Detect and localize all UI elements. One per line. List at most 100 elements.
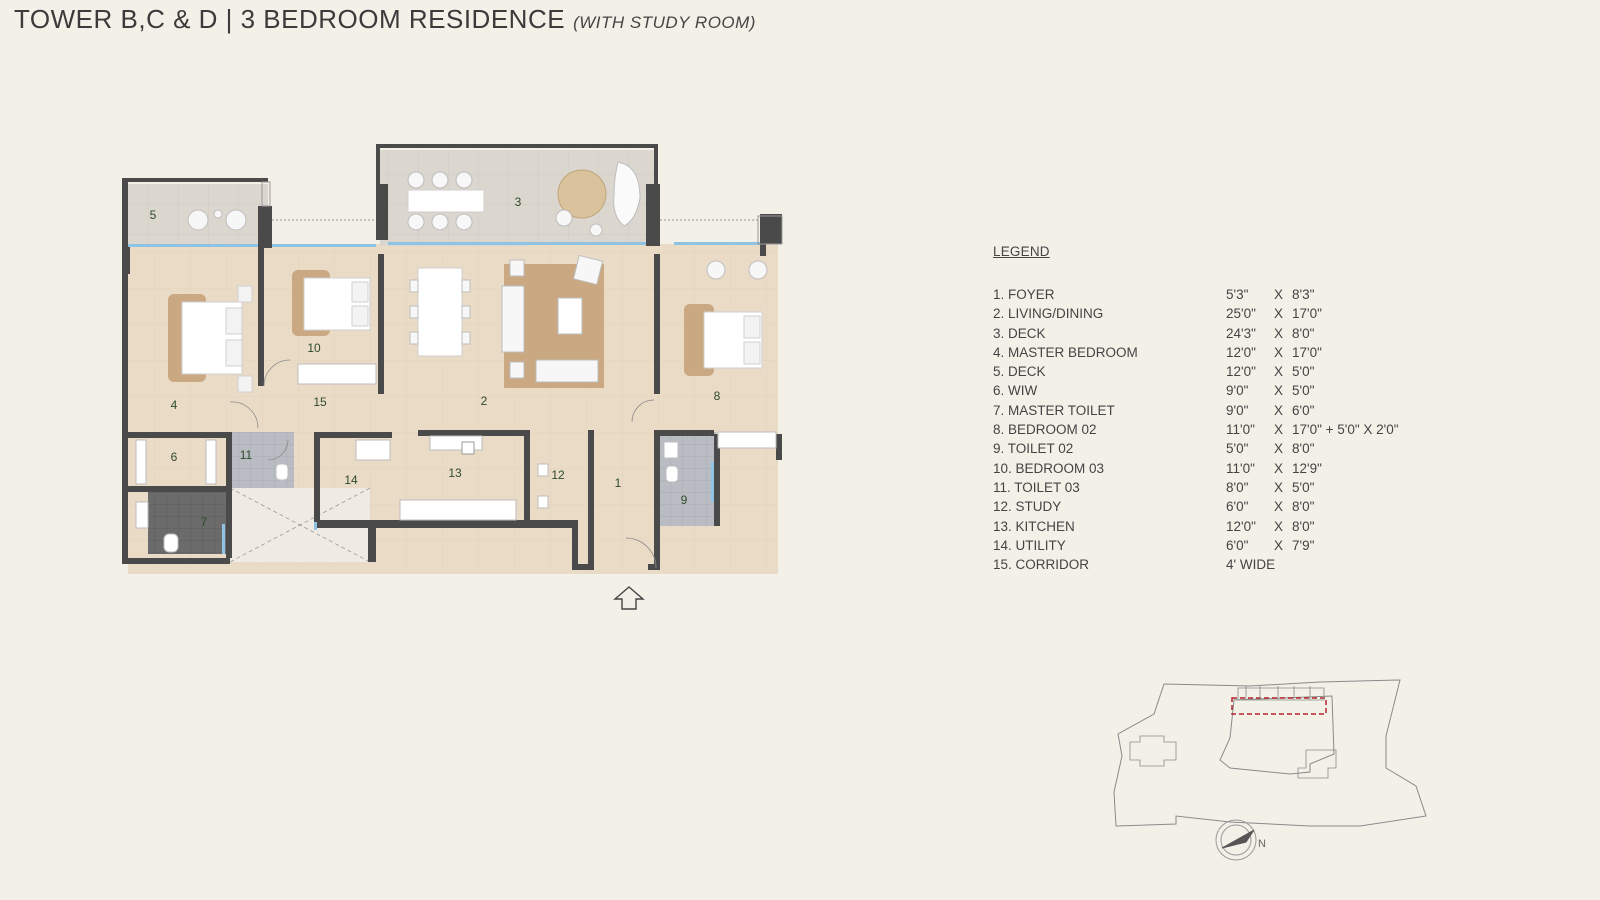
- room-dim-sep: X: [1274, 344, 1284, 360]
- room-dim-a: 8'0": [1226, 479, 1249, 495]
- room-dim-b: 17'0" + 5'0" X 2'0": [1292, 422, 1399, 438]
- room-dim-b: 5'0": [1292, 364, 1315, 380]
- room-dim-a: 5'3": [1226, 287, 1249, 302]
- room-dim-sep: X: [1274, 325, 1284, 341]
- site-inner-outline: [1219, 695, 1335, 775]
- room-dim-b: 8'0": [1292, 441, 1315, 457]
- room-dim-b: 8'0": [1292, 518, 1315, 534]
- compass-icon: [1215, 819, 1257, 861]
- room-name: 13. KITCHEN: [993, 518, 1075, 534]
- room-number-15: 15: [313, 395, 327, 409]
- legend-row: 6. WIW 9'0" X 5'0": [993, 381, 1453, 400]
- room-dim-a: 25'0": [1226, 306, 1256, 322]
- room-dim-sep: X: [1274, 402, 1284, 418]
- room-dim-b: 7'9": [1292, 537, 1315, 553]
- room-dim-b: 8'0": [1292, 499, 1315, 515]
- door-swings: [229, 359, 657, 569]
- room-name: 11. TOILET 03: [993, 479, 1080, 495]
- legend-row: 13. KITCHEN 12'0" X 8'0": [993, 517, 1453, 536]
- room-number-12: 12: [551, 468, 565, 482]
- room-number-13: 13: [448, 466, 462, 480]
- room-number-10: 10: [307, 341, 321, 355]
- room-name: 1. FOYER: [993, 287, 1055, 302]
- room-dim-a: 11'0": [1226, 422, 1255, 438]
- room-number-4: 4: [171, 398, 178, 412]
- room-dim-a: 9'0": [1226, 383, 1249, 399]
- room-name: 12. STUDY: [993, 499, 1062, 515]
- room-number-1: 1: [615, 476, 622, 490]
- room-name: 5. DECK: [993, 364, 1046, 380]
- tower-footprint-a: [1237, 686, 1325, 701]
- room-dim-a: 11'0": [1226, 460, 1255, 476]
- room-dim-sep: X: [1274, 460, 1284, 476]
- room-number-5: 5: [150, 208, 157, 222]
- legend-row: 7. MASTER TOILET 9'0" X 6'0": [993, 401, 1453, 420]
- room-dim-b: 6'0": [1292, 402, 1315, 418]
- room-dim-b: 8'3": [1292, 287, 1315, 302]
- room-dim-sep: X: [1274, 383, 1284, 399]
- room-dim-a: 12'0": [1226, 344, 1256, 360]
- room-dim-sep: [1274, 555, 1292, 574]
- room-dim-b: 12'9": [1292, 460, 1322, 476]
- room-dim-b: [1292, 555, 1453, 574]
- site-outline: [1113, 679, 1427, 827]
- room-number-9: 9: [681, 493, 688, 507]
- room-dim-a: 6'0": [1226, 499, 1249, 515]
- legend-row: 10. BEDROOM 03 11'0" X 12'9": [993, 459, 1453, 478]
- room-dim-sep: X: [1274, 537, 1284, 553]
- room-dim-sep: X: [1274, 518, 1284, 534]
- room-dim-sep: X: [1274, 479, 1284, 495]
- room-dim-sep: X: [1274, 364, 1284, 380]
- room-dim-a: 12'0": [1226, 364, 1256, 380]
- room-dim-a: 5'0": [1226, 441, 1249, 457]
- entry-arrow-icon: [613, 586, 645, 610]
- room-dim-sep: X: [1274, 441, 1284, 457]
- room-dim-a: 9'0": [1226, 402, 1249, 418]
- room-name: 4. MASTER BEDROOM: [993, 344, 1138, 360]
- room-name: 10. BEDROOM 03: [993, 460, 1105, 476]
- room-number-11: 11: [240, 448, 253, 462]
- room-dim-b: 5'0": [1292, 383, 1315, 399]
- room-dim-sep: X: [1274, 306, 1284, 322]
- room-dim-a: 6'0": [1226, 537, 1249, 553]
- page-title: TOWER B,C & D | 3 BEDROOM RESIDENCE(WITH…: [14, 4, 756, 35]
- legend-row: 14. UTILITY 6'0" X 7'9": [993, 536, 1453, 555]
- legend-row: 4. MASTER BEDROOM 12'0" X 17'0": [993, 343, 1453, 362]
- title-subtitle: (WITH STUDY ROOM): [573, 13, 756, 32]
- room-number-3: 3: [515, 195, 522, 209]
- tower-footprint-right: [1297, 749, 1337, 779]
- room-number-2: 2: [481, 394, 488, 408]
- railings: [261, 181, 783, 245]
- walls: [122, 144, 782, 570]
- room-name: 14. UTILITY: [993, 537, 1066, 553]
- tower-footprint-left: [1129, 735, 1177, 767]
- room-dim-b: 8'0": [1292, 325, 1315, 341]
- legend-title: LEGEND: [993, 244, 1050, 259]
- compass-north-label: N: [1258, 838, 1266, 850]
- open-shaft: [229, 487, 371, 563]
- room-dim-sep: X: [1274, 499, 1284, 515]
- room-name: 9. TOILET 02: [993, 441, 1074, 457]
- highlighted-towers: [1231, 697, 1327, 715]
- room-name: 7. MASTER TOILET: [993, 402, 1115, 418]
- room-name: 6. WIW: [993, 383, 1038, 399]
- room-dim-a: 12'0": [1226, 518, 1256, 534]
- room-dim-a: 4' WIDE: [1226, 557, 1276, 573]
- room-dim-b: 17'0": [1292, 344, 1322, 360]
- floor-plan: 1 2 3 4 5 6 7 8 9 10 11 12 13 14 15: [122, 144, 783, 610]
- legend-row: 12. STUDY 6'0" X 8'0": [993, 497, 1453, 516]
- key-plan: [1113, 679, 1427, 861]
- glazing: [128, 242, 760, 554]
- room-dim-sep: X: [1274, 422, 1284, 438]
- legend-row: 9. TOILET 02 5'0" X 8'0": [993, 439, 1453, 458]
- legend-row: 11. TOILET 03 8'0" X 5'0": [993, 478, 1453, 497]
- room-dim-b: 5'0": [1292, 479, 1315, 495]
- room-number-8: 8: [714, 389, 721, 403]
